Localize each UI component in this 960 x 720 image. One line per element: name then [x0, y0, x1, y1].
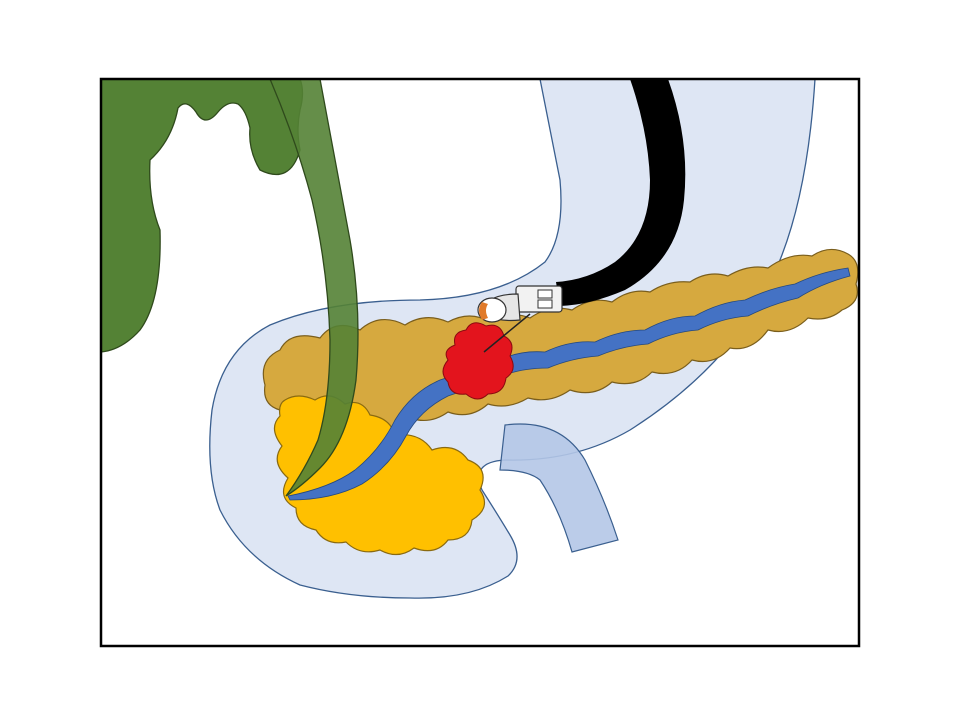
bile-duct-icon: [269, 79, 359, 497]
duodenum-limb: [499, 423, 619, 553]
endoscope-icon: [556, 79, 686, 306]
pancreas-icon: [262, 248, 859, 436]
ultrasound-probe-icon: [477, 285, 563, 323]
frame-border: [99, 77, 861, 648]
probe-tip-marker: [479, 302, 488, 320]
needle-icon: [483, 313, 531, 353]
